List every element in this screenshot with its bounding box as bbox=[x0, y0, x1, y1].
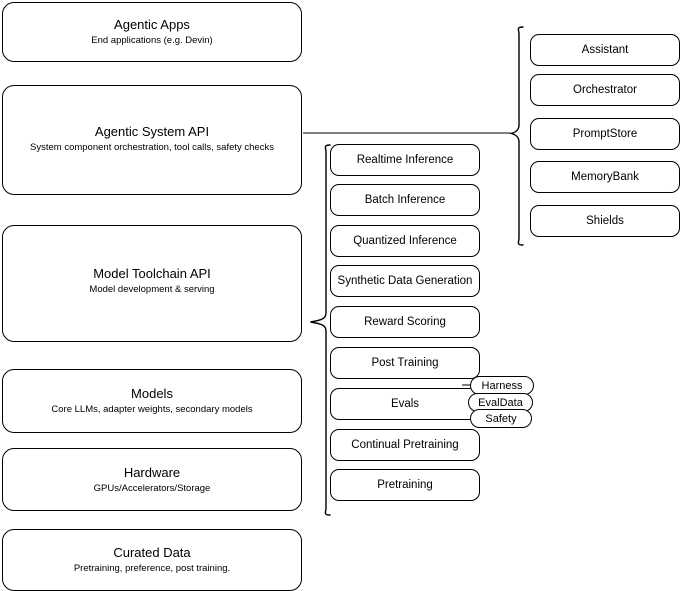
toolchain-node-reward-scoring[interactable]: Reward Scoring bbox=[330, 306, 480, 338]
toolchain-node-post-training[interactable]: Post Training bbox=[330, 347, 480, 379]
layer-subtitle-model-toolchain-api: Model development & serving bbox=[89, 284, 215, 295]
layer-subtitle-agentic-system-api: System component orchestration, tool cal… bbox=[30, 142, 274, 153]
layer-title-curated-data: Curated Data bbox=[113, 545, 191, 560]
system-node-memorybank[interactable]: MemoryBank bbox=[530, 161, 680, 193]
layer-title-agentic-system-api: Agentic System API bbox=[94, 124, 210, 139]
layer-text-models: Models Core LLMs, adapter weights, secon… bbox=[51, 386, 252, 416]
layer-text-hardware: Hardware GPUs/Accelerators/Storage bbox=[94, 465, 211, 495]
curly-brace-toolchain-components bbox=[310, 144, 331, 516]
toolchain-node-evals[interactable]: Evals bbox=[330, 388, 480, 420]
toolchain-node-pretraining[interactable]: Pretraining bbox=[330, 469, 480, 501]
curly-brace-system-components bbox=[509, 26, 524, 246]
layer-block-hardware[interactable]: Hardware GPUs/Accelerators/Storage bbox=[2, 448, 302, 511]
layer-block-model-toolchain-api[interactable]: Model Toolchain API Model development & … bbox=[2, 225, 302, 342]
evals-tag-harness[interactable]: Harness bbox=[470, 376, 534, 395]
layer-subtitle-agentic-apps: End applications (e.g. Devin) bbox=[91, 35, 213, 46]
layer-title-models: Models bbox=[131, 386, 173, 401]
layer-block-agentic-system-api[interactable]: Agentic System API System component orch… bbox=[2, 85, 302, 195]
layer-block-models[interactable]: Models Core LLMs, adapter weights, secon… bbox=[2, 369, 302, 433]
system-node-orchestrator[interactable]: Orchestrator bbox=[530, 74, 680, 106]
layer-title-hardware: Hardware bbox=[123, 464, 181, 480]
toolchain-node-continual-pretraining[interactable]: Continual Pretraining bbox=[330, 429, 480, 461]
evals-tag-safety[interactable]: Safety bbox=[470, 409, 532, 428]
layer-subtitle-curated-data: Pretraining, preference, post training. bbox=[73, 563, 231, 574]
layer-block-curated-data[interactable]: Curated Data Pretraining, preference, po… bbox=[2, 529, 302, 591]
layer-subtitle-hardware: GPUs/Accelerators/Storage bbox=[93, 482, 211, 494]
toolchain-node-quantized-inference[interactable]: Quantized Inference bbox=[330, 225, 480, 257]
layer-text-curated-data: Curated Data Pretraining, preference, po… bbox=[74, 545, 230, 575]
layer-subtitle-models: Core LLMs, adapter weights, secondary mo… bbox=[51, 404, 253, 415]
layer-text-agentic-system-api: Agentic System API System component orch… bbox=[30, 124, 274, 154]
layer-title-model-toolchain-api: Model Toolchain API bbox=[93, 266, 211, 281]
system-node-shields[interactable]: Shields bbox=[530, 205, 680, 237]
toolchain-node-realtime-inference[interactable]: Realtime Inference bbox=[330, 144, 480, 176]
evals-tag-evaldata[interactable]: EvalData bbox=[468, 393, 533, 412]
toolchain-node-batch-inference[interactable]: Batch Inference bbox=[330, 184, 480, 216]
toolchain-node-synthetic-data-generation[interactable]: Synthetic Data Generation bbox=[330, 265, 480, 297]
system-node-assistant[interactable]: Assistant bbox=[530, 34, 680, 66]
layer-text-model-toolchain-api: Model Toolchain API Model development & … bbox=[89, 266, 214, 296]
layer-text-agentic-apps: Agentic Apps End applications (e.g. Devi… bbox=[91, 17, 212, 47]
layer-title-agentic-apps: Agentic Apps bbox=[114, 17, 190, 32]
layer-block-agentic-apps[interactable]: Agentic Apps End applications (e.g. Devi… bbox=[2, 2, 302, 62]
system-node-promptstore[interactable]: PromptStore bbox=[530, 118, 680, 150]
